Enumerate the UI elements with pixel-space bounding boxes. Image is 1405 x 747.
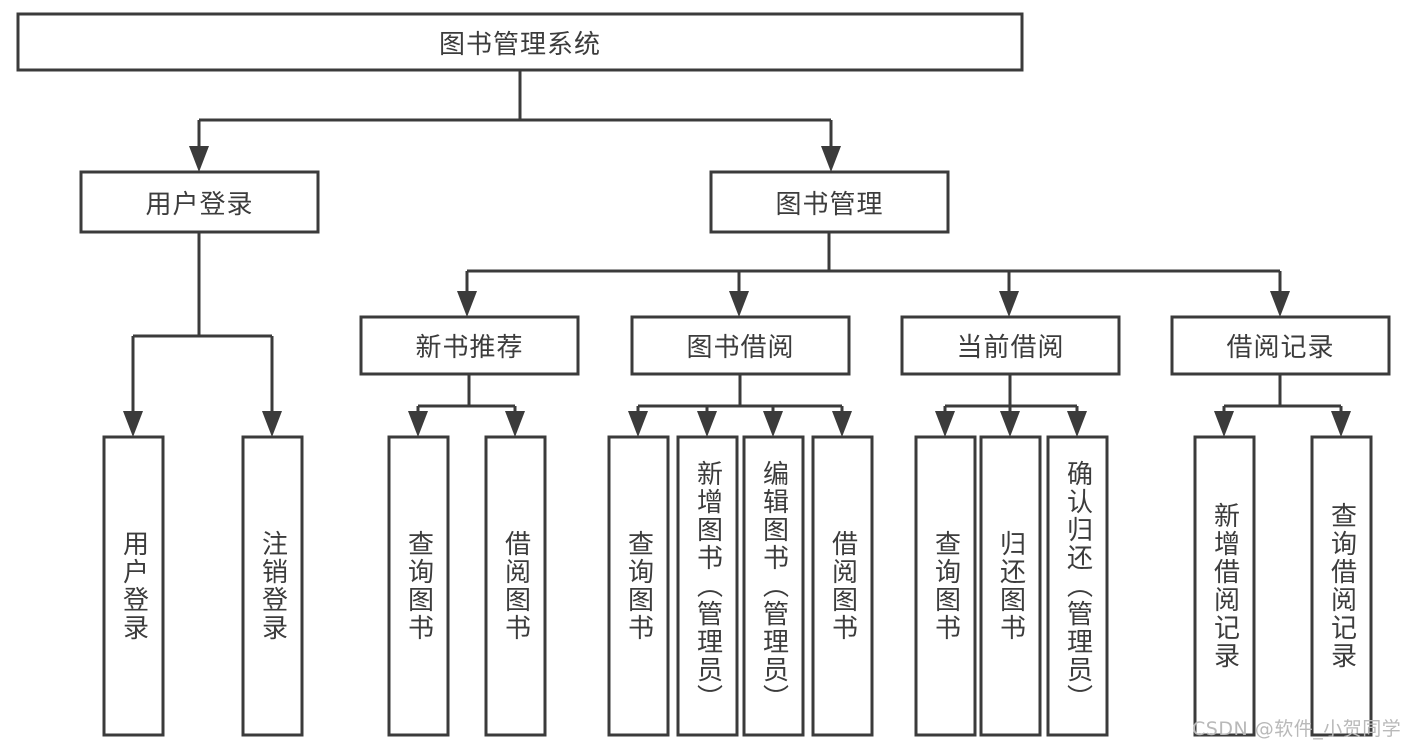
arrow-head-icon (457, 291, 477, 317)
arrow-head-icon (123, 411, 143, 437)
node-box-leaf-return-book[interactable] (979, 435, 1042, 737)
node-box-borrow-record[interactable] (1170, 315, 1391, 376)
node-box-book-manage[interactable] (709, 170, 950, 234)
arrow-head-icon (729, 291, 749, 317)
arrow-head-icon (999, 291, 1019, 317)
node-box-leaf-query-book-rec[interactable] (387, 435, 450, 737)
arrow-head-icon (1067, 411, 1087, 437)
arrow-head-icon (832, 411, 852, 437)
connectors-layer (123, 70, 1351, 437)
node-box-user-login[interactable] (79, 170, 320, 234)
connector-group-user-login (123, 232, 282, 437)
node-box-leaf-add-book[interactable] (676, 435, 739, 737)
node-box-leaf-confirm-return[interactable] (1046, 435, 1109, 737)
arrow-head-icon (505, 411, 525, 437)
node-box-leaf-borrow-book-bor[interactable] (811, 435, 874, 737)
arrow-head-icon (935, 411, 955, 437)
arrow-head-icon (408, 411, 428, 437)
arrow-head-icon (1270, 291, 1290, 317)
arrow-head-icon (1214, 411, 1234, 437)
node-box-leaf-query-book-cur[interactable] (914, 435, 977, 737)
node-box-leaf-edit-book[interactable] (742, 435, 805, 737)
boxes-layer (16, 12, 1391, 737)
connector-group-borrow-record (1214, 374, 1351, 437)
node-box-root[interactable] (16, 12, 1024, 72)
arrow-head-icon (821, 146, 841, 172)
connector-group-book-manage (457, 232, 1290, 317)
arrow-head-icon (628, 411, 648, 437)
node-box-leaf-query-record[interactable] (1310, 435, 1373, 737)
arrow-head-icon (763, 411, 783, 437)
node-box-book-borrow[interactable] (630, 315, 851, 376)
node-box-leaf-query-book-bor[interactable] (607, 435, 670, 737)
node-box-leaf-logout[interactable] (241, 435, 304, 737)
node-box-leaf-add-record[interactable] (1193, 435, 1256, 737)
node-box-new-book-rec[interactable] (359, 315, 580, 376)
connector-group-book-borrow (628, 374, 852, 437)
node-box-current-borrow[interactable] (900, 315, 1121, 376)
arrow-head-icon (697, 411, 717, 437)
node-box-leaf-user-login[interactable] (102, 435, 165, 737)
arrow-head-icon (1000, 411, 1020, 437)
connector-group-new-book-rec (408, 374, 525, 437)
connector-group-root (189, 70, 841, 172)
arrow-head-icon (262, 411, 282, 437)
connector-group-current-borrow (935, 374, 1087, 437)
arrow-head-icon (189, 146, 209, 172)
csdn-watermark: CSDN @软件_小贺同学 (1192, 718, 1402, 740)
arrow-head-icon (1331, 411, 1351, 437)
node-box-leaf-borrow-book-rec[interactable] (484, 435, 547, 737)
